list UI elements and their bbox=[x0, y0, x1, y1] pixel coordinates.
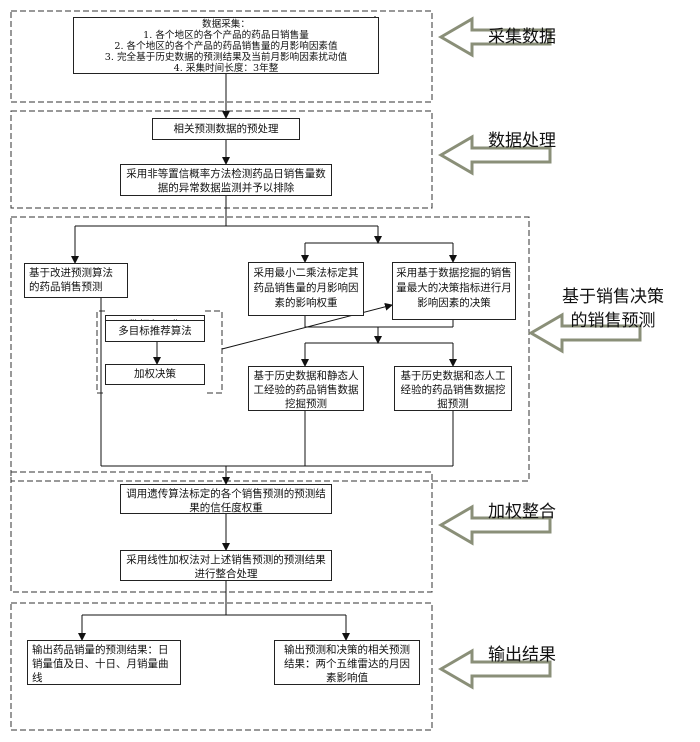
stage-arrow-forecast bbox=[528, 312, 642, 354]
stage-frame-output bbox=[10, 602, 433, 731]
stage-label-forecast: 基于销售决策 的销售预测 bbox=[548, 285, 678, 333]
mining-decision-box: 采用基于数据挖掘的销售量最大的决策指标进行月影响因素的决策 bbox=[392, 262, 516, 320]
weighted-decision-box: 加权决策 bbox=[105, 364, 205, 385]
data-collection-item-3: 3. 完全基于历史数据的预测结果及当前月影响因素扰动值 bbox=[104, 52, 348, 63]
stage-label-collect: 采集数据 bbox=[488, 27, 556, 47]
stage-label-integrate: 加权整合 bbox=[488, 502, 556, 522]
data-collection-title: 数据采集： bbox=[202, 19, 250, 30]
stage-frame-collect bbox=[10, 10, 433, 103]
stage-label-output: 输出结果 bbox=[488, 645, 556, 665]
preprocess-box: 相关预测数据的预处理 bbox=[152, 118, 300, 140]
anomaly-detection-box: 采用非等置信概率方法检测药品日销售量数据的异常数据监测并予以排除 bbox=[120, 164, 332, 196]
sales-result-box: 输出药品销量的预测结果：日销量值及日、十日、月销量曲线 bbox=[27, 640, 181, 685]
least-squares-box: 采用最小二乘法标定其药品销售量的月影响因素的影响权重 bbox=[248, 262, 364, 316]
stage-label-process: 数据处理 bbox=[488, 131, 556, 151]
data-collection-item-4: 4. 采集时间长度：3年整 bbox=[173, 63, 279, 74]
stage-arrow-integrate bbox=[438, 504, 552, 546]
stage-label-forecast-line-1: 基于销售决策 bbox=[562, 287, 664, 307]
stage-frame-forecast bbox=[10, 216, 530, 482]
data-collection-box: 数据采集： 1. 各个地区的各个产品的药品日销售量 2. 各个地区的各个产品的药… bbox=[73, 17, 379, 74]
static-mining-box: 基于历史数据和静态人工经验的药品销售数据挖掘预测 bbox=[248, 366, 364, 411]
radar-result-box: 输出预测和决策的相关预测结果：两个五维雷达的月因素影响值 bbox=[274, 640, 420, 685]
linear-weighting-box: 采用线性加权法对上述销售预测的预测结果进行整合处理 bbox=[120, 550, 332, 581]
stage-label-forecast-line-2: 的销售预测 bbox=[570, 311, 656, 331]
stage-arrow-collect bbox=[438, 16, 552, 58]
stage-arrow-process bbox=[438, 134, 552, 176]
stage-frame-integrate bbox=[10, 471, 433, 593]
stage-arrow-output bbox=[438, 648, 552, 690]
dynamic-mining-box: 基于历史数据和态人工经验的药品销售数据挖掘预测 bbox=[394, 366, 512, 411]
stage-frame-process bbox=[10, 110, 433, 209]
data-collection-item-2: 2. 各个地区的各个产品的药品销售量的月影响因素值 bbox=[114, 41, 338, 52]
improved-algorithm-box: 基于改进预测算法的药品销售预测 bbox=[24, 263, 128, 298]
data-collection-item-1: 1. 各个地区的各个产品的药品日销售量 bbox=[143, 30, 309, 41]
multi-objective-box: 多目标推荐算法 bbox=[105, 320, 205, 342]
genetic-algorithm-box: 调用遗传算法标定的各个销售预测的预测结果的信任度权重 bbox=[120, 484, 332, 514]
